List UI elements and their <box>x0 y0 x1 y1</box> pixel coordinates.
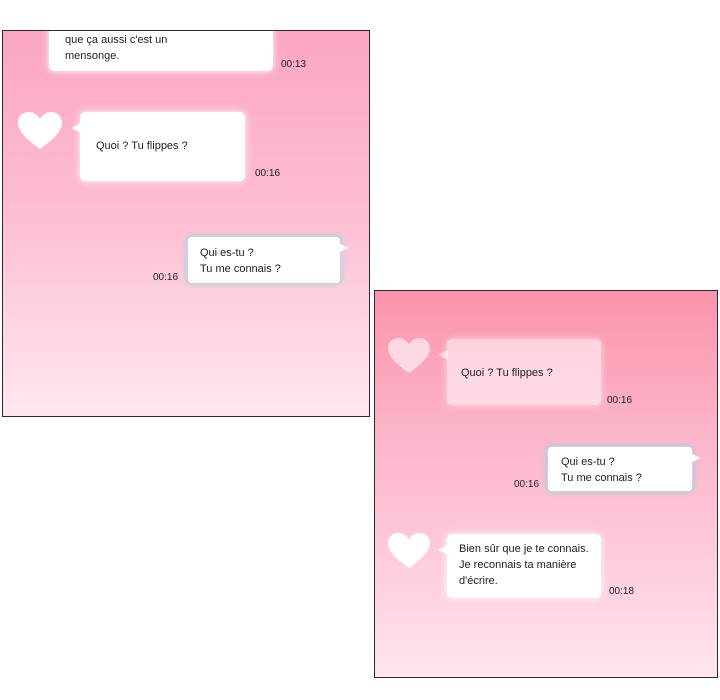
message-text: Qui es-tu ? <box>200 247 254 259</box>
chat-bubble-outgoing: Qui es-tu ? Tu me connais ? <box>187 236 349 284</box>
chat-bubble-incoming: Quoi ? Tu flippes ? <box>438 339 601 405</box>
message-timestamp: 00:16 <box>607 395 633 406</box>
message-text: Quoi ? Tu flippes ? <box>96 140 188 152</box>
message-timestamp: 00:18 <box>609 586 635 597</box>
chat-bubble-outgoing: Qui es-tu ? Tu me connais ? <box>547 446 701 492</box>
message-timestamp: 00:16 <box>255 168 281 179</box>
message-text: Tu me connais ? <box>561 472 642 484</box>
message-text: Bien sûr que je te connais. <box>459 543 589 555</box>
heart-icon <box>17 111 63 151</box>
message-text: Je reconnais ta manière <box>459 559 577 571</box>
message-text: Quoi ? Tu flippes ? <box>461 367 553 379</box>
comic-panel-2: Quoi ? Tu flippes ? 00:16 Qui es-tu ? Tu… <box>374 290 718 678</box>
message-timestamp: 00:16 <box>514 479 540 490</box>
message-text: Qui es-tu ? <box>561 456 615 468</box>
chat-bubble-incoming: Bien sûr que je te connais. Je reconnais… <box>438 534 601 598</box>
message-text: que ça aussi c'est un <box>65 34 168 46</box>
heart-icon <box>387 532 431 570</box>
chat-bubble-incoming: Quoi ? Tu flippes ? <box>71 112 245 181</box>
message-text: mensonge. <box>65 50 120 62</box>
comic-panel-1: que ça aussi c'est un mensonge. 00:13 Qu… <box>2 30 370 417</box>
message-timestamp: 00:13 <box>281 59 307 70</box>
chat-bubble-incoming: que ça aussi c'est un mensonge. <box>49 31 273 71</box>
message-text: d'écrire. <box>459 575 498 587</box>
heart-icon <box>387 337 431 375</box>
message-text: Tu me connais ? <box>200 263 281 275</box>
message-timestamp: 00:16 <box>153 272 179 283</box>
